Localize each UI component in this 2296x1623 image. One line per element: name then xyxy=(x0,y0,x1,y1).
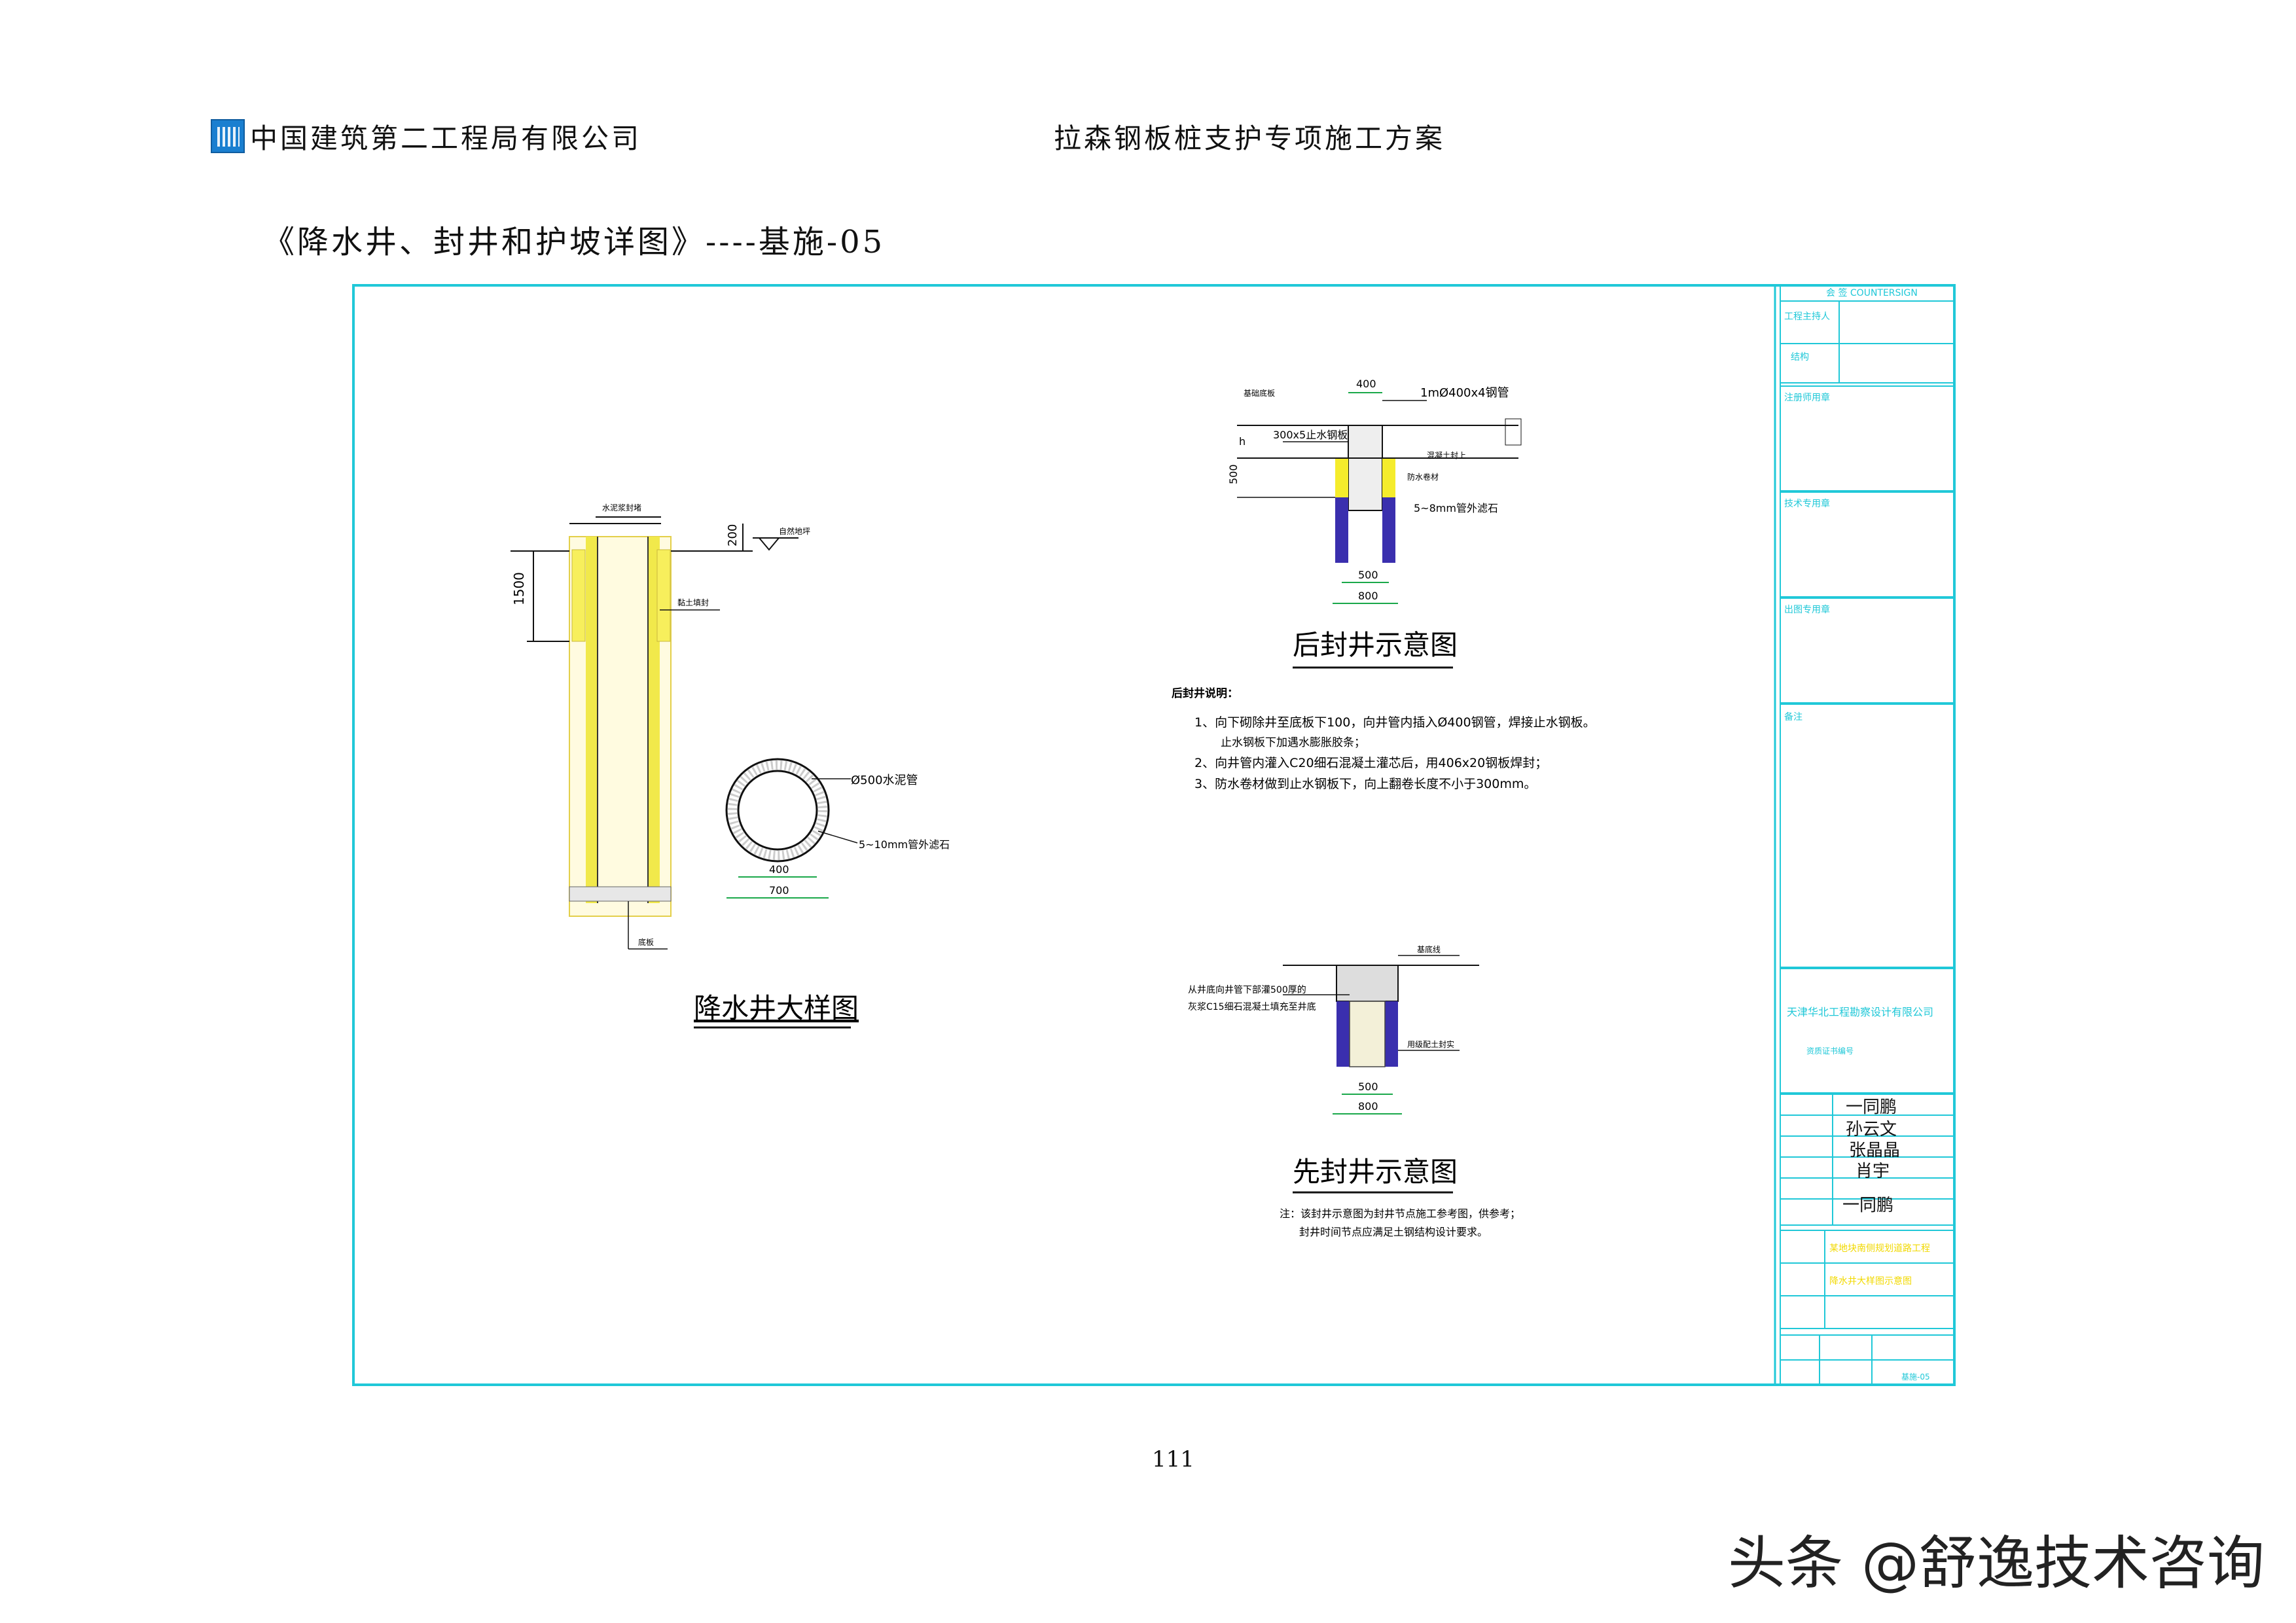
post-note-2: 止水钢板下加遇水膨胀胶条； xyxy=(1221,736,1365,749)
pre-seal-title: 先封井示意图 xyxy=(1293,1156,1458,1188)
tb-drawing-no: 基施-05 xyxy=(1901,1372,1930,1382)
label-pre-right: 用级配土封实 xyxy=(1407,1039,1454,1049)
well-dim-1500: 1500 xyxy=(511,572,527,605)
well-dim-400: 400 xyxy=(769,863,789,876)
tb-project-lead: 工程主持人 xyxy=(1784,312,1830,322)
post-dim-400: 400 xyxy=(1356,378,1376,390)
label-post-gravel: 5~8mm管外滤石 xyxy=(1414,502,1498,514)
label-post-slab: 基础底板 xyxy=(1244,388,1275,398)
tb-project-name: 某地块南侧规划道路工程 xyxy=(1829,1243,1930,1254)
label-post-concrete: 防水卷材 xyxy=(1407,472,1439,482)
document-title: 拉森钢板桩支护专项施工方案 xyxy=(1054,122,1446,154)
tb-countersign: 会 签 COUNTERSIGN xyxy=(1826,287,1918,298)
label-post-clay: 混凝土封上 xyxy=(1427,450,1466,460)
tb-remarks: 备注 xyxy=(1784,711,1803,722)
label-pre-left-2: 灰浆C15细石混凝土填充至井底 xyxy=(1188,1002,1316,1012)
filter-note: 5~10mm管外滤石 xyxy=(859,838,950,851)
post-dim-800: 800 xyxy=(1358,590,1378,602)
pre-note-1: 注：该封井示意图为封井节点施工参考图，供参考； xyxy=(1280,1207,1520,1220)
well-detail-title: 降水井大样图 xyxy=(694,992,859,1024)
well-detail: 1500 200 自然地坪 水泥浆封堵 黏土填封 底板 Ø500水泥管 5~10… xyxy=(511,503,950,1029)
signature-2: 孙云文 xyxy=(1846,1120,1897,1139)
post-dim-500: 500 xyxy=(1358,569,1378,581)
post-note-3: 2、向井管内灌入C20细石混凝土灌芯后，用406x20钢板焊封； xyxy=(1194,756,1547,770)
company-logo xyxy=(211,119,245,153)
tb-company-sub: 资质证书编号 xyxy=(1806,1046,1854,1056)
label-well-mid: 黏土填封 xyxy=(677,598,709,607)
post-seal-title: 后封井示意图 xyxy=(1293,629,1458,661)
post-note-4: 3、防水卷材做到止水钢板下，向上翻卷长度不小于300mm。 xyxy=(1194,777,1536,791)
label-post-plate: 300x5止水钢板 xyxy=(1273,429,1348,441)
label-pre-top: 基底线 xyxy=(1417,944,1441,954)
post-notes-title: 后封井说明： xyxy=(1172,687,1238,700)
post-dim-500v: 500 xyxy=(1227,464,1240,484)
signature-5: 一同鹏 xyxy=(1842,1196,1893,1215)
tb-seal-technical: 技术专用章 xyxy=(1784,498,1830,509)
label-ground: 自然地坪 xyxy=(779,526,810,536)
signature-3: 张晶晶 xyxy=(1849,1141,1900,1160)
sheet-title: 《降水井、封井和护坡详图》----基施-05 xyxy=(263,224,886,260)
tb-company: 天津华北工程勘察设计有限公司 xyxy=(1787,1006,1933,1018)
well-dim-700: 700 xyxy=(769,884,789,897)
pre-seal-diagram: 基底线 从井底向井管下部灌500厚的 灰浆C15细石混凝土填充至井底 用级配土封… xyxy=(1188,944,1520,1238)
pipe-note: Ø500水泥管 xyxy=(851,774,918,787)
post-seal-diagram: 400 500 800 500 h 1mØ400x4钢管 300x5止水钢板 基… xyxy=(1172,378,1596,791)
label-well-base: 底板 xyxy=(638,937,654,947)
post-note-1: 1、向下砌除井至底板下100，向井管内插入Ø400钢管，焊接止水钢板。 xyxy=(1194,715,1596,730)
company-name: 中国建筑第二工程局有限公司 xyxy=(250,122,642,154)
pre-note-2: 封井时间节点应满足土钢结构设计要求。 xyxy=(1299,1226,1488,1238)
tb-structure: 结构 xyxy=(1791,352,1809,363)
well-dim-200: 200 xyxy=(726,524,740,546)
page-number: 111 xyxy=(1152,1446,1194,1472)
signature-4: 肖宇 xyxy=(1856,1162,1890,1181)
pre-dim-500: 500 xyxy=(1358,1080,1378,1093)
title-block xyxy=(1780,300,1955,1385)
tb-seal-publish: 出图专用章 xyxy=(1784,604,1830,615)
pre-dim-800: 800 xyxy=(1358,1100,1378,1113)
tb-seal-registered: 注册师用章 xyxy=(1784,392,1830,403)
label-post-pipe: 1mØ400x4钢管 xyxy=(1420,386,1509,400)
label-well-top: 水泥浆封堵 xyxy=(602,503,641,512)
tb-drawing-name: 降水井大样图示意图 xyxy=(1829,1275,1912,1287)
post-dim-h: h xyxy=(1239,435,1246,448)
watermark: 头条 @舒逸技术咨询 xyxy=(1728,1529,2265,1597)
label-pre-left-1: 从井底向井管下部灌500厚的 xyxy=(1188,985,1306,995)
signature-1: 一同鹏 xyxy=(1846,1097,1897,1117)
